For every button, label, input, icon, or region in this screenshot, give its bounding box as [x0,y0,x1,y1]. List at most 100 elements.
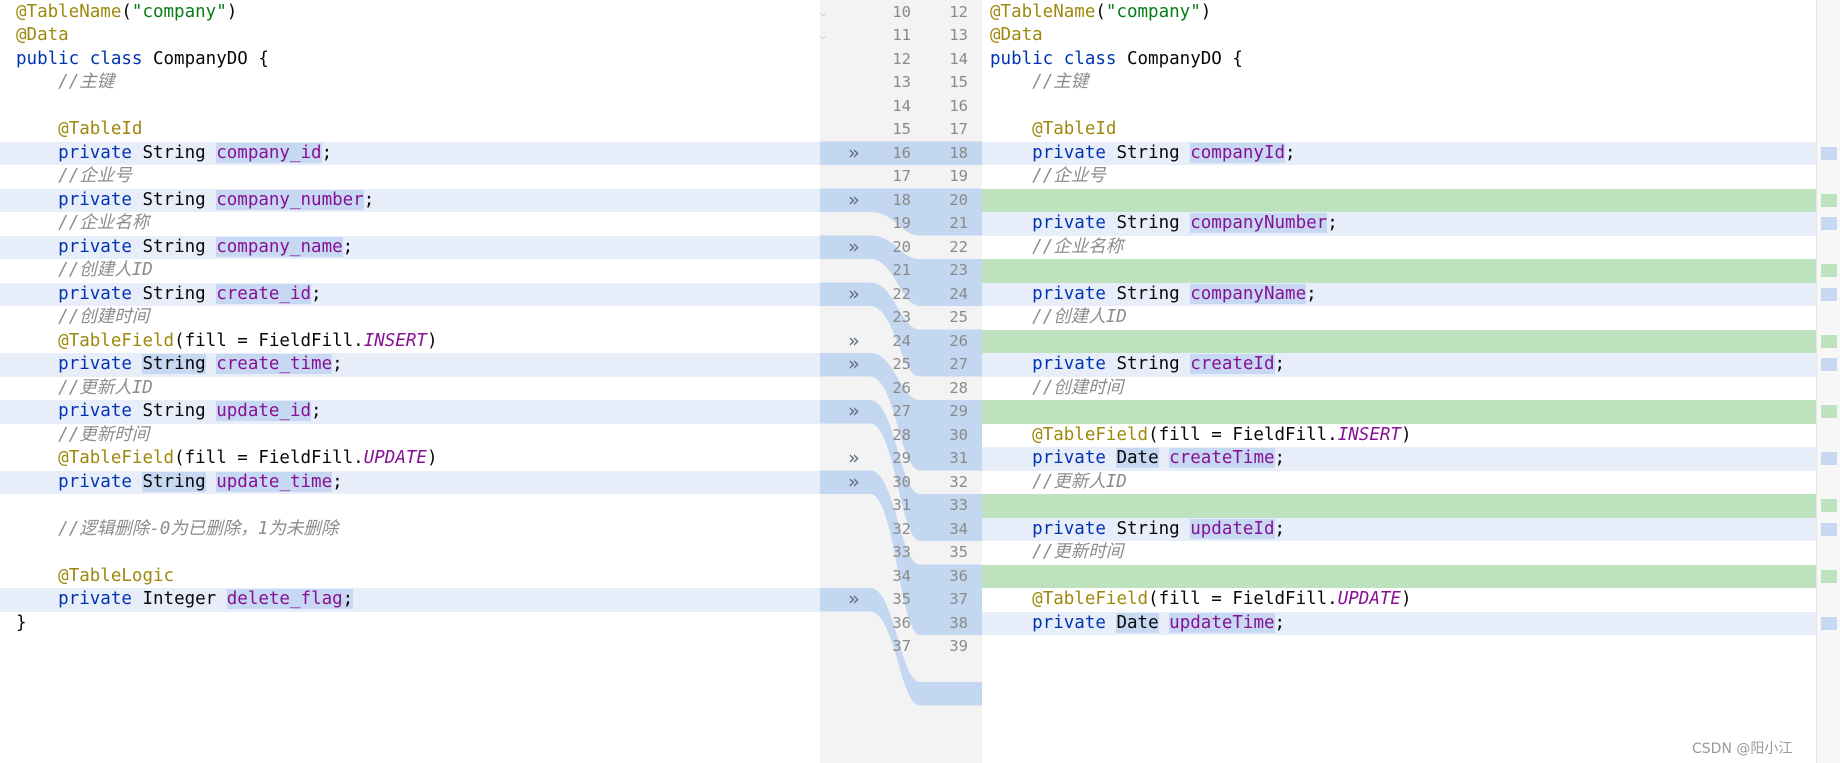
change-marker[interactable] [1821,616,1837,630]
code-line[interactable]: //企业名称 [982,236,1816,260]
inserted-line[interactable] [982,329,1816,353]
code-line[interactable]: //创建人ID [0,259,820,283]
change-marker[interactable] [1821,193,1837,207]
change-marker[interactable] [1821,522,1837,536]
code-line[interactable]: //主键 [0,71,820,95]
code-line[interactable]: //创建时间 [0,306,820,330]
modified-line[interactable]: private String company_id; [0,141,820,165]
code-line[interactable]: //更新时间 [0,424,820,448]
code-line[interactable]: //创建时间 [982,377,1816,401]
code-line[interactable]: @TableId [0,118,820,142]
modified-line[interactable]: private String create_id; [0,282,820,306]
inserted-line[interactable] [982,564,1816,588]
code-line[interactable]: } [0,612,820,636]
code-line[interactable]: //更新时间 [982,541,1816,565]
modified-line[interactable]: private String create_time; [0,353,820,377]
code-line[interactable]: //企业号 [0,165,820,189]
code-line[interactable]: @TableField(fill = FieldFill.UPDATE) [982,588,1816,612]
code-token: public [16,48,80,69]
modified-line[interactable]: private Integer delete_flag; [0,588,820,612]
code-line[interactable] [0,95,820,119]
double-chevron-right-icon[interactable]: » [848,400,860,422]
left-line-number: 18 [892,190,911,209]
modified-line[interactable]: private String companyName; [982,282,1816,306]
modified-line[interactable]: private String company_number; [0,188,820,212]
double-chevron-right-icon[interactable]: » [848,447,860,469]
code-line[interactable]: public class CompanyDO { [0,48,820,72]
code-line[interactable] [982,95,1816,119]
change-marker[interactable] [1821,264,1837,277]
code-line[interactable]: //主键 [982,71,1816,95]
change-marker[interactable] [1821,334,1837,348]
code-line[interactable]: @TableField(fill = FieldFill.INSERT) [982,424,1816,448]
code-token: private [1032,142,1106,163]
double-chevron-right-icon[interactable]: » [848,329,860,352]
double-chevron-right-icon[interactable]: » [848,588,860,610]
modified-line[interactable]: private String updateId; [982,517,1816,541]
modified-line[interactable]: private String update_id; [0,400,820,424]
code-token [16,213,58,233]
double-chevron-right-icon[interactable]: » [848,188,860,211]
code-line[interactable]: @TableField(fill = FieldFill.INSERT) [0,330,820,354]
code-token [990,448,1032,468]
double-chevron-right-icon[interactable]: » [848,470,860,493]
change-marker[interactable] [1821,405,1837,418]
modified-line[interactable]: private String companyNumber; [982,212,1816,236]
modified-line[interactable]: private String company_name; [0,235,820,259]
code-line[interactable]: //逻辑删除-0为已删除，1为未删除 [0,518,820,542]
double-chevron-right-icon[interactable]: » [848,353,860,375]
code-line[interactable] [0,494,820,518]
code-line[interactable]: @Data [982,24,1816,48]
change-marker[interactable] [1821,217,1837,230]
change-marker[interactable] [1821,569,1837,583]
change-marker[interactable] [1821,146,1837,160]
modified-line[interactable]: private String createId; [982,353,1816,377]
inserted-line[interactable] [982,494,1816,518]
code-token: //创建时间 [1032,377,1124,398]
inserted-line[interactable] [982,400,1816,424]
inserted-line[interactable] [982,259,1816,283]
code-line[interactable] [0,541,820,565]
code-line[interactable]: @TableName("company") [0,1,820,25]
modified-line[interactable]: private String companyId; [982,141,1816,165]
inserted-line[interactable] [982,188,1816,212]
code-line[interactable]: @TableLogic [0,565,820,589]
modified-line[interactable]: private Date createTime; [982,447,1816,471]
code-line[interactable]: @TableName("company") [982,1,1816,25]
watermark: CSDN @阳小江 [1692,741,1793,757]
code-line[interactable]: //更新人ID [0,377,820,401]
code-token [990,542,1032,562]
diff-connectors [820,141,982,706]
code-token: private [58,589,132,609]
modified-line[interactable]: private Date updateTime; [982,611,1816,635]
code-line[interactable]: public class CompanyDO { [982,48,1816,72]
double-chevron-right-icon[interactable]: » [848,141,860,164]
code-line[interactable]: //企业名称 [0,212,820,236]
code-token: (fill = FieldFill. [1148,424,1338,445]
left-line-number: 29 [892,449,911,467]
fold-marker-icon[interactable]: ⌵ [820,31,827,42]
code-token: //更新人ID [58,377,153,398]
code-token: //企业号 [1032,166,1106,186]
double-chevron-right-icon[interactable]: » [848,282,860,305]
change-marker[interactable] [1821,499,1837,512]
left-line-number: 14 [892,96,911,115]
code-line[interactable]: @TableField(fill = FieldFill.UPDATE) [0,447,820,471]
modified-line[interactable]: private String update_time; [0,470,820,494]
change-marker[interactable] [1821,452,1837,465]
change-marker-strip[interactable] [1816,0,1840,763]
change-marker[interactable] [1821,358,1837,371]
code-line[interactable]: //更新人ID [982,471,1816,495]
double-chevron-right-icon[interactable]: » [848,235,860,258]
code-line[interactable]: //企业号 [982,165,1816,189]
fold-marker-icon[interactable]: ⌵ [820,7,827,19]
code-line[interactable]: //创建人ID [982,306,1816,330]
change-marker[interactable] [1821,287,1837,301]
code-line[interactable]: @TableId [982,118,1816,142]
code-line[interactable]: @Data [0,24,820,48]
